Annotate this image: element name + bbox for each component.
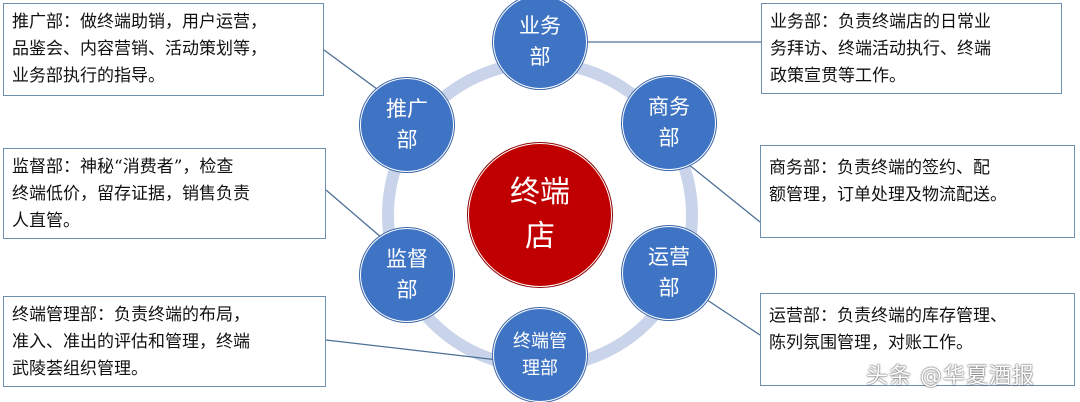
desc-line: 额管理，订单处理及物流配送。: [769, 185, 1007, 205]
desc-line: 终端低价，留存证据，销售负责: [12, 184, 250, 204]
node-label: 部: [658, 276, 680, 300]
node-label: 监督: [386, 247, 428, 271]
desc-line: 政策宣贯等工作。: [770, 66, 906, 86]
desc-line: 推广部：做终端助销，用户运营，: [12, 12, 267, 32]
node-label: 终端管: [513, 331, 567, 352]
connector-jiandu: [325, 189, 383, 239]
node-yewu: 业务 部: [493, 0, 587, 89]
node-label: 部: [529, 45, 551, 69]
node-yunying: 运营 部: [622, 226, 716, 320]
center-node: 终端 店: [468, 143, 612, 287]
node-label: 部: [396, 278, 418, 302]
center-label: 店: [525, 219, 555, 254]
desc-box-tuiguang: 推广部：做终端助销，用户运营， 品鉴会、内容营销、活动策划等， 业务部执行的指导…: [3, 3, 324, 96]
desc-box-yewu: 业务部：负责终端店的日常业 务拜访、终端活动执行、终端 政策宣贯等工作。: [761, 3, 1062, 94]
node-label: 部: [658, 126, 680, 150]
desc-line: 务拜访、终端活动执行、终端: [770, 39, 991, 59]
desc-line: 终端管理部：负责终端的布局，: [12, 305, 250, 325]
desc-line: 业务部：负责终端店的日常业: [770, 12, 991, 32]
center-label: 终端: [510, 175, 570, 210]
desc-line: 业务部执行的指导。: [12, 66, 165, 86]
node-shangwu: 商务 部: [622, 76, 716, 170]
node-label: 推广: [386, 97, 428, 121]
desc-line: 人直管。: [12, 211, 80, 231]
node-label: 理部: [522, 358, 558, 379]
node-label: 商务: [648, 95, 690, 119]
desc-line: 武陵荟组织管理。: [12, 359, 148, 379]
desc-box-yunying: 运营部：负责终端的库存管理、 陈列氛围管理，对账工作。: [760, 293, 1075, 386]
connector-zhongduan: [325, 339, 499, 361]
desc-line: 商务部：负责终端的签约、配: [769, 158, 990, 178]
desc-line: 陈列氛围管理，对账工作。: [769, 333, 973, 353]
node-tuiguang: 推广 部: [360, 78, 454, 172]
node-label: 部: [396, 128, 418, 152]
connector-shangwu: [687, 163, 761, 223]
desc-line: 准入、准出的评估和管理，终端: [12, 332, 250, 352]
node-label: 运营: [648, 245, 690, 269]
desc-line: 品鉴会、内容营销、活动策划等，: [12, 39, 267, 59]
node-zhongduan: 终端管 理部: [493, 308, 587, 402]
node-jiandu: 监督 部: [360, 228, 454, 322]
desc-box-shangwu: 商务部：负责终端的签约、配 额管理，订单处理及物流配送。: [760, 145, 1075, 238]
desc-line: 运营部：负责终端的库存管理、: [769, 306, 1007, 326]
watermark: 头条 @华夏酒报: [866, 364, 1035, 389]
desc-line: 监督部：神秘“消费者”，检查: [12, 157, 234, 177]
desc-box-zhongduan: 终端管理部：负责终端的布局， 准入、准出的评估和管理，终端 武陵荟组织管理。: [3, 296, 326, 387]
desc-box-jiandu: 监督部：神秘“消费者”，检查 终端低价，留存证据，销售负责 人直管。: [3, 148, 326, 239]
node-label: 业务: [519, 14, 561, 38]
